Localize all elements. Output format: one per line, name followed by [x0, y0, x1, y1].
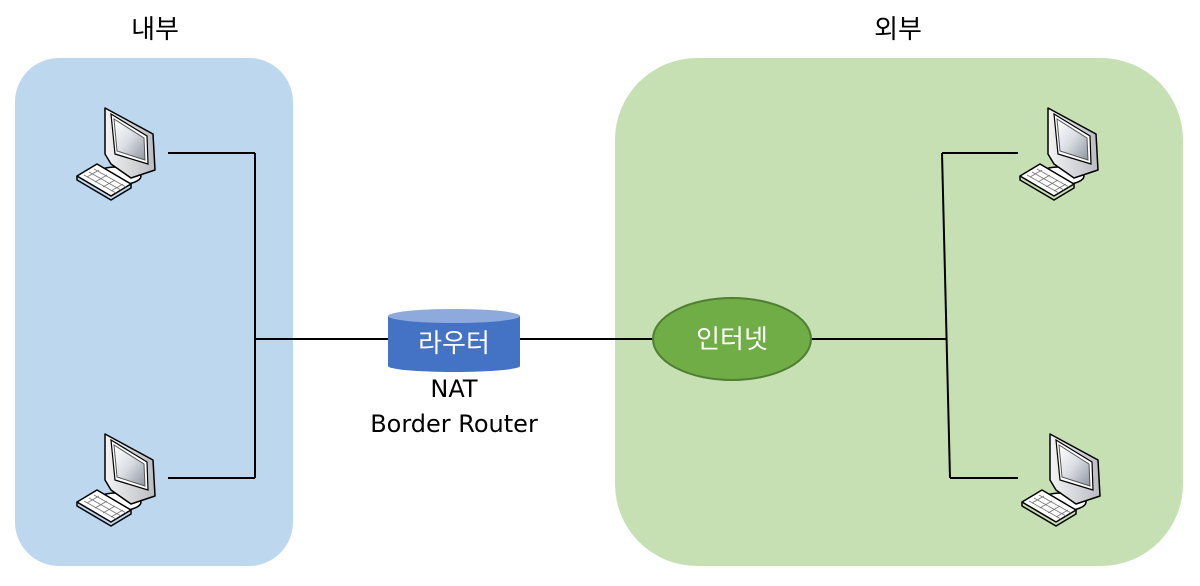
network-links [168, 152, 1018, 479]
router-body [388, 316, 520, 366]
router-label: 라우터 [418, 329, 490, 359]
router-bottom [388, 360, 520, 372]
external-zone-title: 외부 [874, 15, 922, 45]
router-caption-nat: NAT [430, 375, 478, 403]
router-top [388, 309, 520, 323]
internet-node: 인터넷 [652, 297, 812, 381]
internet-cloud [652, 297, 812, 381]
router-caption-border-router: Border Router [370, 410, 538, 438]
internal-zone-title: 내부 [131, 15, 179, 45]
internet-label: 인터넷 [696, 325, 768, 355]
router-node: 라우터 [388, 309, 520, 372]
external-bus [941, 152, 951, 479]
